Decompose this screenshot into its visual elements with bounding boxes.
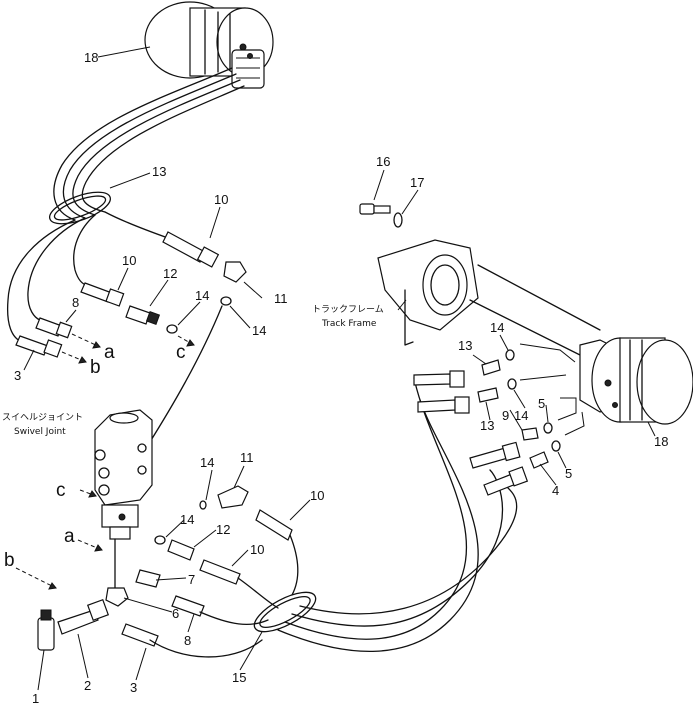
connection-arrows-top [61,333,195,364]
hoses-top-left [6,67,245,343]
callout-14-bottom-a: 14 [200,455,214,470]
bolt-16 [359,203,391,215]
elbow-11-top [223,261,247,283]
oring-14-right-a [505,349,515,361]
oring-5-a [543,422,553,434]
oring-5-b [551,440,561,452]
oring-14-bottom-b [199,500,207,510]
tee-fitting-2 [57,598,110,635]
leader-lines [23,46,656,691]
connection-arrows-bottom [15,489,103,590]
callout-14-right-b: 14 [514,408,528,423]
hoses-bottom [149,377,518,658]
captions: スイヘルジョイント Swivel Joint トラックフレーム Track Fr… [2,304,384,437]
callout-3-left: 3 [14,368,21,383]
callout-12-top: 12 [163,266,177,281]
callout-1: 1 [32,691,39,705]
mark-a-top: a [104,342,115,363]
hose-end-right-lower-a [469,441,521,469]
callout-13-right-2: 13 [480,418,494,433]
hose-end-10-top [162,231,220,268]
travel-motor-right [579,337,693,425]
oring-14-bottom-a [154,535,166,545]
callout-14-top-b: 14 [252,323,266,338]
callout-10-lower: 10 [250,542,264,557]
hose-end-13-r1 [413,370,465,388]
adapter-12-bottom [167,539,195,561]
hose-end-13-r2 [417,396,470,414]
hose-end-10-mid [80,282,125,307]
callout-18-top: 18 [84,50,98,65]
elbow-11-bottom [217,485,249,509]
swivel-joint-caption-en: Swivel Joint [14,427,66,437]
track-frame-caption-jp: トラックフレーム [312,304,384,315]
hose-clamp-15 [253,591,317,633]
hose-end-right-lower-b [483,466,529,496]
washer-17 [393,212,403,228]
callout-14-right-a: 14 [490,320,504,335]
relief-valve-1 [37,609,55,651]
fitting-4 [529,451,549,469]
callout-8-bottom: 8 [184,633,191,648]
mark-a-bottom: a [64,526,75,547]
callout-13-right-1: 13 [458,338,472,353]
callout-5-b: 5 [565,466,572,481]
hose-end-8-bottom [171,595,205,617]
oring-14-top-a [166,324,178,334]
swivel-joint-caption-jp: スイヘルジョイント [2,413,83,423]
callout-11-bottom: 11 [240,450,254,465]
pilot-line [147,305,223,446]
callout-2: 2 [84,678,91,693]
swivel-joint [94,409,153,589]
callout-12-bottom: 12 [216,522,230,537]
callout-14-top-a: 14 [195,288,209,303]
callout-10-top: 10 [214,192,228,207]
callout-14-bottom-b: 14 [180,512,194,527]
hose-clamp-13-top [49,191,111,225]
track-frame [377,239,601,361]
hose-end-8-left [35,317,73,339]
callout-10-right: 10 [310,488,324,503]
motor-port-lines [519,343,585,436]
fitting-7 [135,569,161,588]
elbow-6 [105,587,129,607]
callout-3-bottom: 3 [130,680,137,695]
callout-9: 9 [502,408,509,423]
oring-14-top-b [220,296,232,306]
callout-8-left: 8 [72,295,79,310]
track-frame-caption-en: Track Frame [321,319,377,329]
fitting-9 [521,427,539,441]
oring-14-right-b [507,378,517,390]
callout-17: 17 [410,175,424,190]
hose-end-10-lower [199,559,241,585]
travel-motor-top [144,1,274,89]
callout-10-mid: 10 [122,253,136,268]
mark-b-top: b [90,357,101,378]
mark-c-bottom: c [56,480,66,501]
hose-end-3-bottom [121,623,159,647]
callout-5-a: 5 [538,396,545,411]
mark-c-top: c [176,342,186,363]
adapter-12-top [125,305,161,326]
callout-7: 7 [188,572,195,587]
callout-4: 4 [552,483,559,498]
callout-13-left: 13 [152,164,166,179]
callout-11-top: 11 [274,291,288,306]
callout-numbers: 18 13 10 10 12 11 14 14 8 3 a b c 16 17 … [4,50,668,705]
callout-18-right: 18 [654,434,668,449]
hose-end-3-left [15,335,63,358]
hose-end-10-right [255,509,293,541]
mark-b-bottom: b [4,550,15,571]
adapter-13-r2 [477,387,499,403]
callout-15: 15 [232,670,246,685]
adapter-13-r1 [481,359,501,376]
callout-16: 16 [376,154,390,169]
callout-6: 6 [172,606,179,621]
